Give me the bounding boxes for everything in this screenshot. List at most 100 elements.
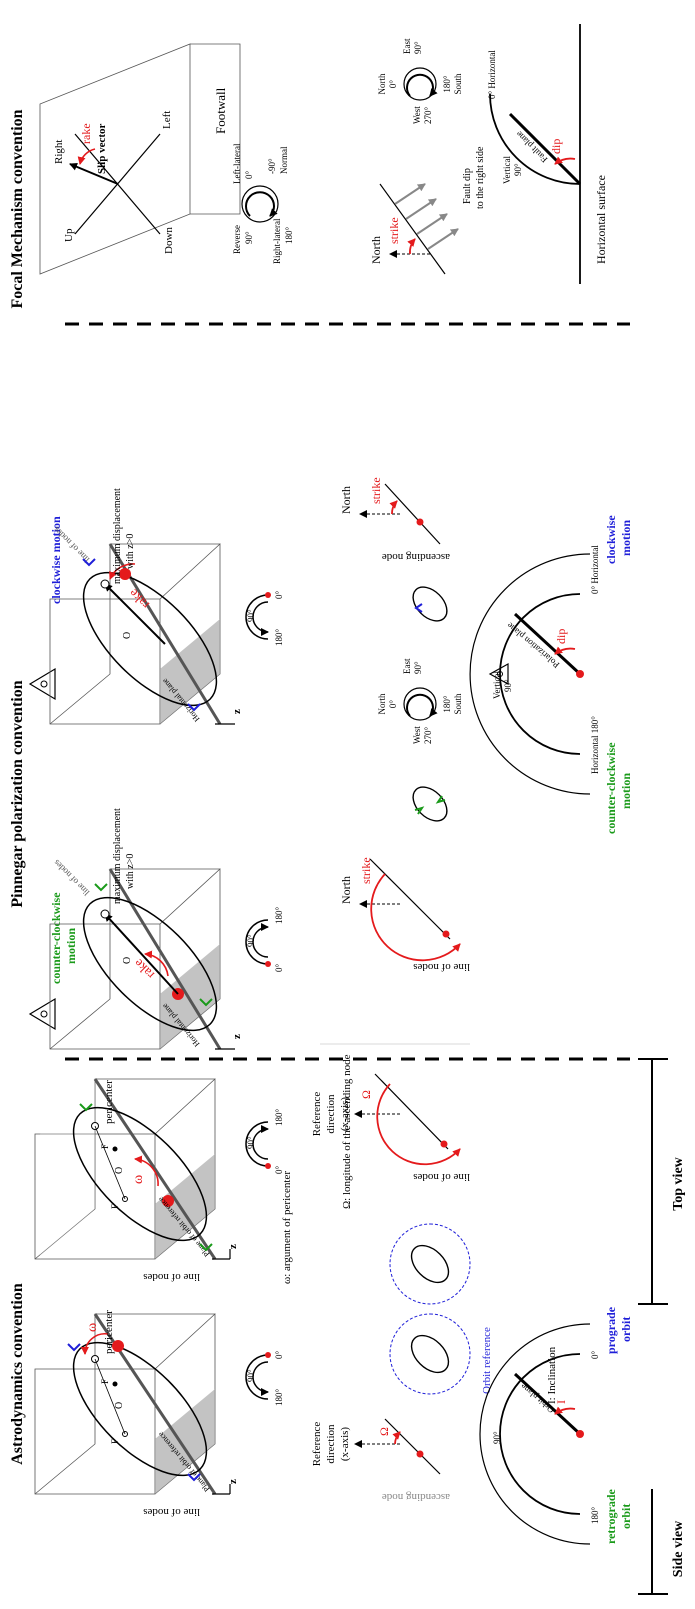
pin-compass-n: North [377,693,387,714]
pinnegar-semi-left: 0° 90° 180° [245,907,284,973]
astro-omega-label-2: ω [85,1323,100,1332]
astro-lon-label-2: line of nodes [143,1506,200,1518]
pin-max-4: with z>0 [125,534,136,569]
pin-dip: dip [554,629,568,644]
astro-retrograde-2: orbit [619,1504,633,1529]
astro-ref-dir-l-1: Reference [311,1092,323,1137]
astro-z-1: z [227,1244,239,1249]
focal-compass-s: South [453,73,463,95]
focal-right: Right [53,140,65,164]
focal-compass-e90: 90° [413,41,423,54]
pin-strike-2: strike [369,477,383,504]
pinnegar-3d-left: counter-clockwise motion rake O Horizont… [28,808,243,1050]
astro-omega-label-1: ω [131,1175,146,1184]
focal-rake-dial: Reverse 90° Left-lateral 0° -90° Normal … [232,143,294,264]
focal-rl-180: 180° [284,227,294,245]
astro-orbit-2 [72,1341,208,1477]
astro-side-0: 0° [590,1351,600,1360]
pin-max-1: maximum displacement [112,808,123,904]
astro-retrograde-1: retrograde [604,1488,618,1544]
focal-compass-n0: 0° [388,80,398,89]
pin-asc-node: ascending node [382,551,450,563]
focal-side: Horizontal surface dip Fault plane 0° Ho… [487,24,608,284]
astro-3d-right: ω O F F' line of nodes pericenter Plane … [34,1310,239,1518]
row-label-side: Side view [671,1520,686,1577]
focal-vertical: Vertical [502,156,512,184]
astro-omega-caption: ω: argument of pericenter [281,1171,293,1284]
pin-north-1: North [339,876,353,904]
focal-fault-dip-2: to the right side [475,146,486,209]
focal-left: Left [161,111,173,129]
pin-lon-top: line of nodes [413,961,470,973]
focal-compass-w: West [412,106,422,124]
focal-3d: Up Left Right Down Slip vector rake Foot… [39,43,241,275]
pinnegar-semi-right: 0° 90° 180° [245,591,284,647]
pinnegar-top: North strike line of nodes [339,586,470,973]
focal-reverse-90: 90° [244,231,254,244]
astro-lon-top-1: line of nodes [413,1171,470,1183]
focal-down: Down [163,227,175,254]
astro-semicircle-right: 0° 90° 180° [245,1351,284,1406]
pin-lon-1: line of nodes [51,857,91,897]
astro-inclination-caption: I: Inclination [546,1346,558,1404]
focal-compass-e: East [402,38,412,54]
astro-node-1 [162,1195,174,1207]
pin-pol-plane: Polarization plane [505,621,561,671]
pin-compass-w270: 270° [423,727,433,745]
astro-pericenter-1: pericenter [103,1080,115,1124]
pin-semi-180: 180° [274,907,284,925]
astro-ref-dir-l-2: direction [325,1094,337,1134]
astro-orbit-ref: Orbit reference [481,1327,493,1394]
pin-ccw-motion-1: counter-clockwise [604,742,618,834]
focal-compass-w270: 270° [423,107,433,125]
pin-semi-180b: 180° [274,629,284,647]
pin-north-2: North [339,486,353,514]
focal-up: Up [63,228,75,242]
focal-compass-s180: 180° [442,75,452,93]
pin-o-2: O [122,632,133,639]
pinnegar-3d-right: clockwise motion rake O Horizontal plane… [28,488,243,725]
astro-semicircle-left: 0° 90° 180° [245,1109,284,1175]
pin-z-2: z [231,709,243,714]
section-title-pinnegar: Pinnegar polarization convention [9,680,26,907]
pin-semi-90b: 90° [246,609,256,622]
pin-h0: 0° Horizontal [590,545,600,594]
focal-rake: rake [79,123,93,144]
astro-lon-label-1: line of nodes [143,1271,200,1283]
astro-side-180: 180° [590,1507,600,1525]
astro-ref-dir-l-3: (x-axis) [339,1097,351,1132]
focal-footwall: Footwall [213,87,228,134]
section-title-focal: Focal Mechanism convention [9,109,26,308]
astro-prograde-2: orbit [619,1317,633,1342]
focal-ll-0: 0° [244,171,254,180]
astro-ref-dir-r-3: (x-axis) [339,1427,351,1462]
pinnegar-top-right: North strike ascending node [339,477,450,563]
astro-I-label: I [554,1400,568,1404]
astro-semi-0: 0° [274,1166,284,1175]
pin-semi-0: 0° [274,964,284,973]
focal-normal: Normal [279,146,289,174]
astro-Omega-2: Ω [377,1427,391,1436]
astro-semi-0b: 0° [274,1351,284,1360]
focal-fault-dip-1: Fault dip [462,168,473,204]
focal-top: North strike Fault dip to the right side [369,146,486,275]
row-label-top: Top view [671,1156,686,1210]
astro-node-2 [112,1340,124,1352]
focal-north: North [369,236,383,264]
astro-Omega-1: Ω [359,1090,373,1099]
focal-normal-m90: -90° [267,158,277,174]
astro-side: I: Inclination I Orbit plane 180° 0° 90°… [479,1306,633,1545]
astro-fprime-1: F' [110,1202,120,1209]
astro-top-right: Reference direction (x-axis) Ω ascending… [311,1418,450,1503]
focal-compass: North 0° East 90° 180° South West 270° [377,38,463,124]
pin-max-2: with z>0 [125,854,136,889]
astro-o-1: O [114,1167,125,1174]
pin-strike-1: strike [359,857,373,884]
astro-orbit-1 [72,1106,208,1242]
pin-compass-e90: 90° [413,661,423,674]
pin-compass-s180: 180° [442,695,452,713]
astro-semi-90: 90° [246,1136,256,1149]
pin-semi-90: 90° [246,934,256,947]
pin-semi-0b: 0° [274,591,284,600]
